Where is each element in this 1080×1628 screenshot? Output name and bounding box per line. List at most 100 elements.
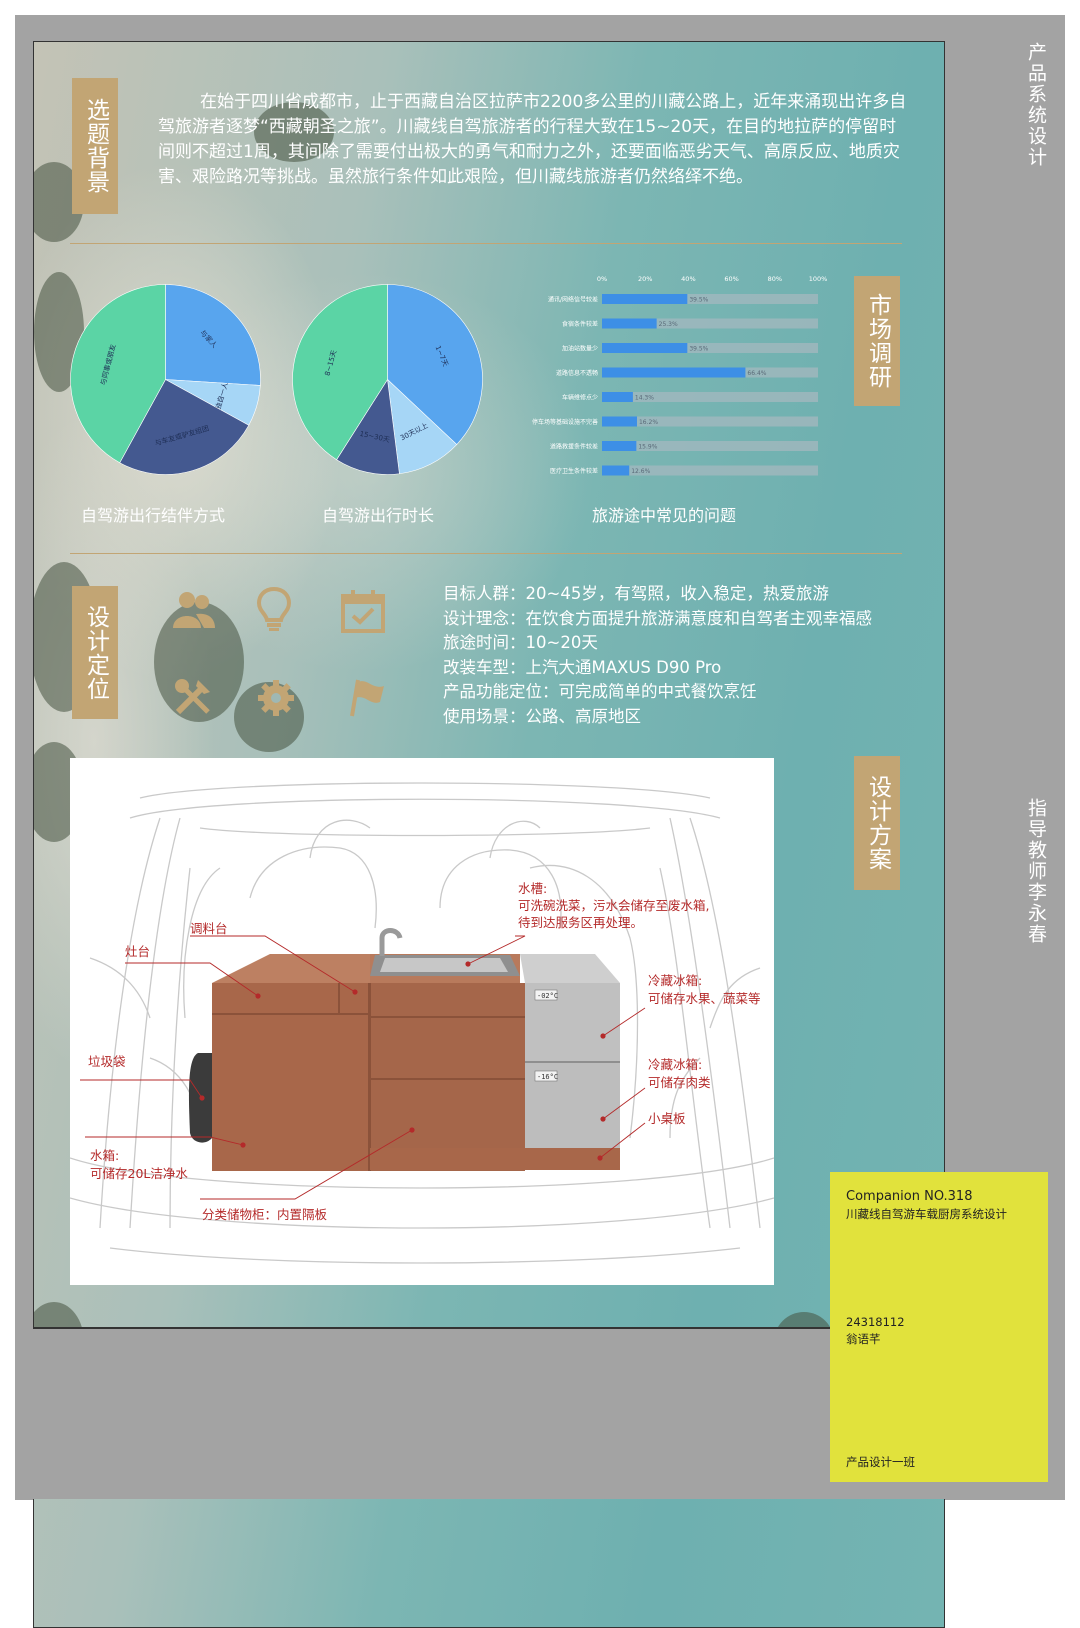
lightbulb-icon [256, 586, 292, 631]
x-tick-label: 80% [768, 275, 782, 283]
bar-category-label: 道路救援条件较差 [550, 443, 598, 451]
car-outline [70, 782, 774, 1264]
chart-caption-duration: 自驾游出行时长 [322, 506, 435, 525]
bar [602, 416, 637, 427]
section-tag-positioning: 设计定位 [72, 586, 118, 719]
bar-track [602, 294, 818, 304]
fridge1-temp: -02°C [537, 992, 558, 1000]
bar-category-label: 道路信息不透畅 [556, 369, 598, 377]
tools-icon [175, 679, 210, 715]
bar-category-label: 食宿条件较差 [562, 320, 598, 328]
label-table: 小桌板 [648, 1111, 686, 1126]
card-student-id: 24318112 [846, 1315, 905, 1329]
intro-paragraph: 在始于四川省成都市，止于西藏自治区拉萨市2200多公里的川藏公路上，近年来涌现出… [158, 92, 907, 187]
side-title: 产品系统设计 [1025, 42, 1047, 168]
bar-value-label: 12.6% [631, 468, 650, 475]
section-tag-market: 市场调研 [854, 276, 900, 406]
x-tick-label: 60% [724, 275, 738, 283]
label-fridge1-desc: 可储存水果、蔬菜等 [648, 991, 761, 1006]
annotation-dots [199, 961, 606, 1161]
bar-value-label: 39.5% [689, 297, 708, 304]
pie-slice [70, 284, 166, 464]
bar-track [602, 343, 818, 353]
card-project: 川藏线自驾游车载厨房系统设计 [846, 1207, 1007, 1221]
pie-slice [336, 378, 400, 475]
card-companion: Companion NO.318 [846, 1189, 973, 1204]
annotation-lines [80, 935, 646, 1200]
bar-category-label: 通讯/网络信号较差 [548, 296, 598, 304]
positioning-vehicle: 改装车型：上汽大通MAXUS D90 Pro [443, 657, 722, 677]
bar-value-label: 14.3% [635, 395, 654, 402]
section-tag-scheme: 设计方案 [854, 756, 900, 890]
label-water-tank-title: 水箱: [90, 1148, 119, 1163]
info-card: Companion NO.318 川藏线自驾游车载厨房系统设计 24318112… [830, 1172, 1048, 1482]
label-sink-desc-1: 可洗碗洗菜，污水会储存至废水箱, [518, 898, 709, 913]
fridge2-temp: -16°C [537, 1073, 558, 1081]
positioning-duration: 旅途时间：10~20天 [443, 633, 598, 652]
divider-top [70, 243, 902, 244]
bar-category-label: 停车场等基础设施不完善 [532, 418, 598, 426]
bar-chart-problems: 0% 20% 40% 60% 80% 100% 通讯/网络信号较差 39.5% 食宿条件较差 25… [532, 275, 828, 476]
label-condiment: 调料台 [190, 921, 228, 936]
x-tick-label: 20% [638, 275, 652, 283]
bar-value-label: 16.2% [639, 419, 658, 426]
pie-slice [387, 378, 458, 475]
kitchen-sketch: -02°C -16°C 调料台 灶台 垃圾袋 水箱: 可储存20L洁净水 分类储… [70, 758, 774, 1285]
section-tag-background: 选题背景 [72, 78, 118, 214]
bar-track [602, 416, 818, 427]
bar [602, 294, 688, 304]
positioning-target: 目标人群：20~45岁，有驾照，收入稳定，热爱旅游 [443, 584, 829, 603]
bar [602, 441, 637, 451]
bar-track [602, 465, 818, 476]
label-sink-desc-2: 待到达服务区再处理。 [518, 915, 643, 930]
flag-icon [350, 679, 384, 717]
label-stove: 灶台 [125, 944, 150, 959]
label-sink-title: 水槽: [518, 881, 547, 896]
poster-bottom-mask [33, 1329, 948, 1499]
bar-category-label: 车辆维修点少 [562, 394, 598, 402]
pie-slice [119, 379, 250, 475]
bar-track [602, 441, 818, 451]
tree-decoration [254, 102, 334, 162]
side-teacher: 指导教师李永春 [1025, 798, 1047, 945]
x-tick-label: 0% [597, 275, 607, 283]
label-trash: 垃圾袋 [88, 1054, 126, 1069]
divider-middle [70, 553, 902, 554]
bar-category-label: 加油站数量少 [562, 345, 598, 353]
bar [602, 318, 657, 329]
bar-value-label: 39.5% [689, 346, 708, 353]
pie-slice [165, 284, 261, 386]
card-class: 产品设计一班 [846, 1455, 915, 1469]
card-student-name: 翁语芊 [846, 1332, 881, 1346]
bar [602, 343, 688, 353]
bar-value-label: 15.9% [638, 444, 657, 451]
x-tick-label: 100% [809, 275, 828, 283]
poster-bottom-border [33, 1327, 945, 1329]
bar-value-label: 66.4% [747, 370, 766, 377]
label-water-tank-desc: 可储存20L洁净水 [90, 1166, 188, 1181]
chart-caption-companions: 自驾游出行结伴方式 [81, 506, 226, 525]
label-fridge2-title: 冷藏冰箱: [648, 1057, 702, 1072]
faucet [379, 928, 403, 956]
bar-value-label: 25.3% [659, 321, 678, 328]
fridge [520, 954, 620, 1148]
positioning-info: 目标人群：20~45岁，有驾照，收入稳定，热爱旅游 设计理念：在饮食方面提升旅游… [443, 582, 872, 729]
bar [602, 392, 633, 402]
bar-track [602, 318, 818, 329]
bar [602, 367, 746, 378]
calendar-check-icon [341, 590, 385, 633]
positioning-scene: 使用场景：公路、高原地区 [443, 706, 641, 726]
bar-category-label: 医疗卫生条件较差 [550, 467, 598, 475]
label-fridge1-title: 冷藏冰箱: [648, 973, 702, 988]
pie-slice [292, 284, 388, 461]
bar [602, 465, 630, 476]
kitchen-sketch-drawing: -02°C -16°C 调料台 灶台 垃圾袋 水箱: 可储存20L洁净水 分类储… [70, 782, 774, 1264]
positioning-function: 产品功能定位：可完成简单的中式餐饮烹饪 [443, 682, 757, 701]
x-tick-label: 40% [681, 275, 695, 283]
positioning-concept: 设计理念：在饮食方面提升旅游满意度和自驾者主观幸福感 [443, 608, 872, 628]
users-icon [173, 592, 215, 628]
pie-slice [387, 284, 483, 445]
gear-icon [258, 680, 294, 716]
